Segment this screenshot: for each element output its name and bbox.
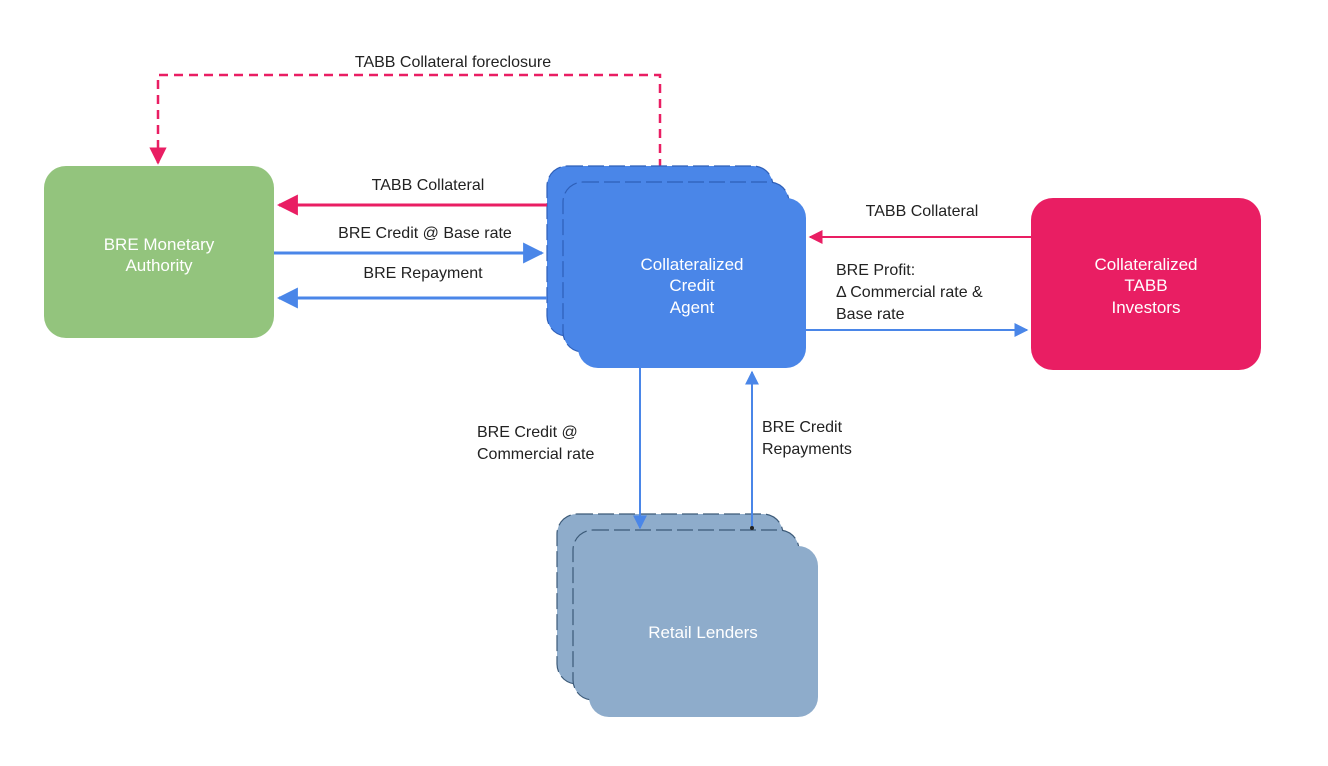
retail-lenders-label: Retail Lenders	[648, 623, 758, 642]
monetary-authority-label-line2: Authority	[125, 256, 193, 275]
collateral-to-authority-label: TABB Collateral	[372, 177, 485, 194]
tabb-investors-label-line3: Investors	[1112, 298, 1181, 317]
credit-repayments-label-line1: BRE Credit	[762, 419, 843, 436]
foreclosure-arrow	[149, 73, 662, 168]
credit-commercial-label-line2: Commercial rate	[477, 446, 594, 463]
credit-agent-label-line1: Collateralized	[641, 255, 744, 274]
tabb-investors-label-line1: Collateralized	[1095, 255, 1198, 274]
credit-agent-label-line3: Agent	[670, 298, 715, 317]
profit-label-line1: BRE Profit:	[836, 262, 915, 279]
profit-label-line2: Δ Commercial rate &	[836, 284, 983, 301]
credit-repayments-label-line2: Repayments	[762, 441, 852, 458]
credit-commercial-label-line1: BRE Credit @	[477, 424, 578, 441]
monetary-authority-label-line1: BRE Monetary	[104, 235, 215, 254]
tabb-investors-label-line2: TABB	[1124, 276, 1167, 295]
repayment-label: BRE Repayment	[363, 265, 483, 282]
foreclosure-label: TABB Collateral foreclosure	[355, 54, 551, 71]
collateral-from-investors-label: TABB Collateral	[866, 203, 979, 220]
retail-lenders-node: Retail Lenders	[556, 513, 818, 717]
credit-repayments-arrow-tail	[750, 526, 754, 530]
credit-agent-node: Collateralized Credit Agent	[546, 165, 806, 368]
tabb-investors-node: Collateralized TABB Investors	[1031, 198, 1261, 370]
monetary-authority-node: BRE Monetary Authority	[44, 166, 274, 338]
credit-agent-label-line2: Credit	[669, 276, 715, 295]
credit-base-rate-label: BRE Credit @ Base rate	[338, 225, 512, 242]
profit-label-line3: Base rate	[836, 306, 905, 323]
